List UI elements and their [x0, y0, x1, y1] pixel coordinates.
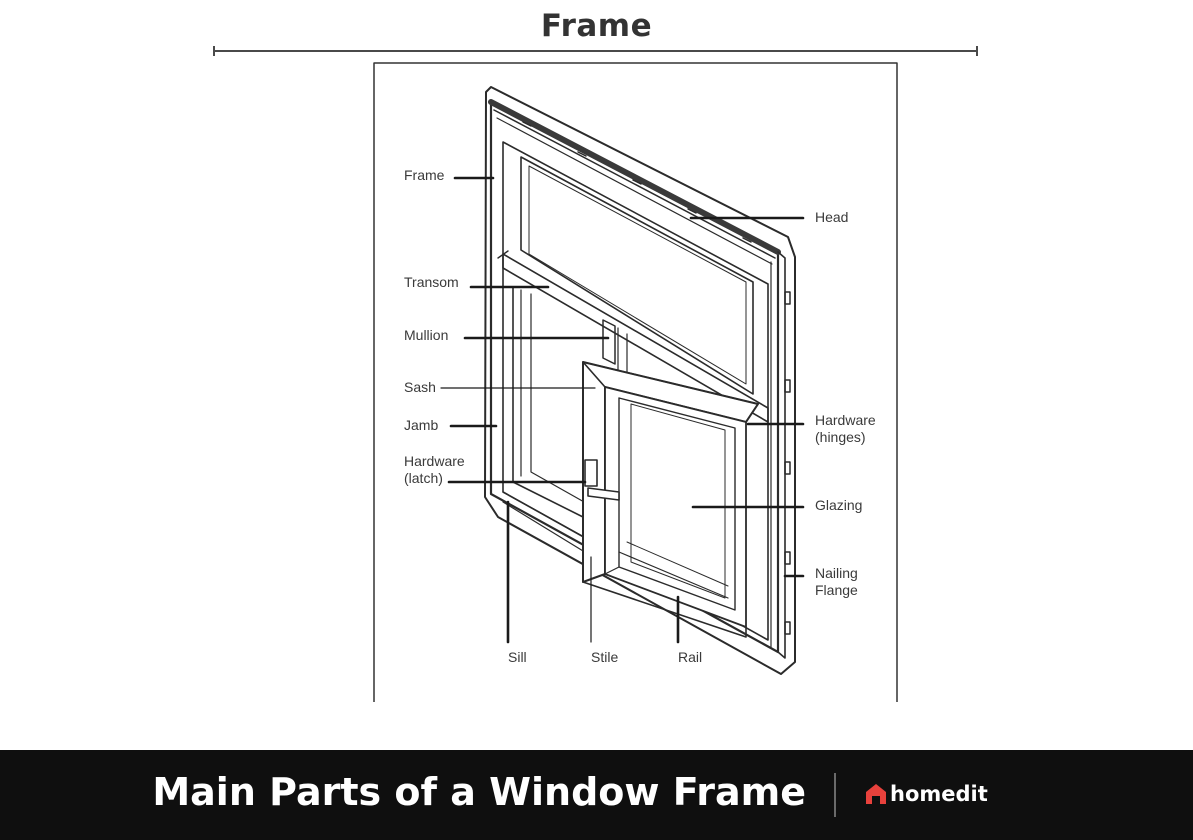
upper-glazing-inner	[528, 165, 747, 385]
nailing-flange-outline	[484, 86, 796, 675]
page-title: Frame	[540, 8, 653, 44]
title-rule	[213, 46, 978, 56]
head-band-line	[493, 109, 776, 259]
label-rail: Rail	[678, 649, 703, 665]
bottom-rail-edge	[582, 581, 747, 638]
label-stile: Stile	[591, 649, 619, 665]
label-mullion: Mullion	[404, 327, 449, 343]
head-band-line-2	[496, 117, 773, 265]
latch-body	[584, 459, 598, 487]
bottom-rail-inner	[618, 551, 729, 599]
footer-bar: Main Parts of a Window Frame homedit	[0, 750, 1193, 840]
footer-divider	[834, 773, 836, 817]
rule-cap-right	[976, 46, 978, 56]
label-sill: Sill	[508, 649, 527, 665]
latch-handle	[587, 487, 620, 501]
house-icon	[866, 784, 886, 804]
brand-name: homedit	[890, 782, 988, 806]
label-nailing-flange-line2: Flange	[815, 582, 858, 598]
label-jamb: Jamb	[404, 417, 439, 433]
transom-end	[497, 250, 509, 259]
frame-inner	[502, 141, 769, 641]
mullion-post	[602, 319, 616, 365]
label-nailing-flange-line1: Nailing	[815, 565, 858, 581]
head-top-band	[488, 99, 781, 255]
label-hardware-hinges-line1: Hardware	[815, 412, 876, 428]
frame-depth-side	[777, 251, 786, 659]
window-frame-diagram: Frame Head Transom Mullion Sash Jamb Har…	[373, 62, 898, 702]
sill-line	[502, 491, 594, 543]
lower-left-frame	[512, 286, 594, 523]
lower-left-glass	[530, 293, 594, 508]
rule-cap-left	[213, 46, 215, 56]
label-hardware-hinges-line2: (hinges)	[815, 429, 866, 445]
leader-lines	[447, 176, 805, 644]
thin-leader-lines	[440, 387, 596, 643]
footer-title: Main Parts of a Window Frame	[152, 770, 806, 814]
sill-line-2	[502, 501, 589, 555]
label-hardware-latch: Hardware (latch)	[404, 453, 465, 487]
label-transom: Transom	[404, 274, 459, 290]
label-sash: Sash	[404, 379, 436, 395]
flange-slots	[784, 291, 791, 635]
upper-glazing	[520, 156, 754, 395]
label-nailing-flange: Nailing Flange	[815, 565, 858, 599]
glazing-pane	[630, 403, 726, 599]
flange-slots-top	[522, 121, 752, 243]
label-frame: Frame	[404, 167, 445, 183]
label-hardware-hinges: Hardware (hinges)	[815, 412, 876, 446]
bottom-rail-inner-2	[626, 541, 729, 587]
label-hardware-latch-line1: Hardware	[404, 453, 465, 469]
label-hardware-latch-line2: (latch)	[404, 470, 443, 486]
panel-border	[373, 62, 898, 702]
window-illustration	[373, 62, 898, 702]
label-glazing: Glazing	[815, 497, 863, 513]
label-head: Head	[815, 209, 849, 225]
transom-bar	[502, 253, 769, 423]
sash-inner	[618, 397, 736, 611]
